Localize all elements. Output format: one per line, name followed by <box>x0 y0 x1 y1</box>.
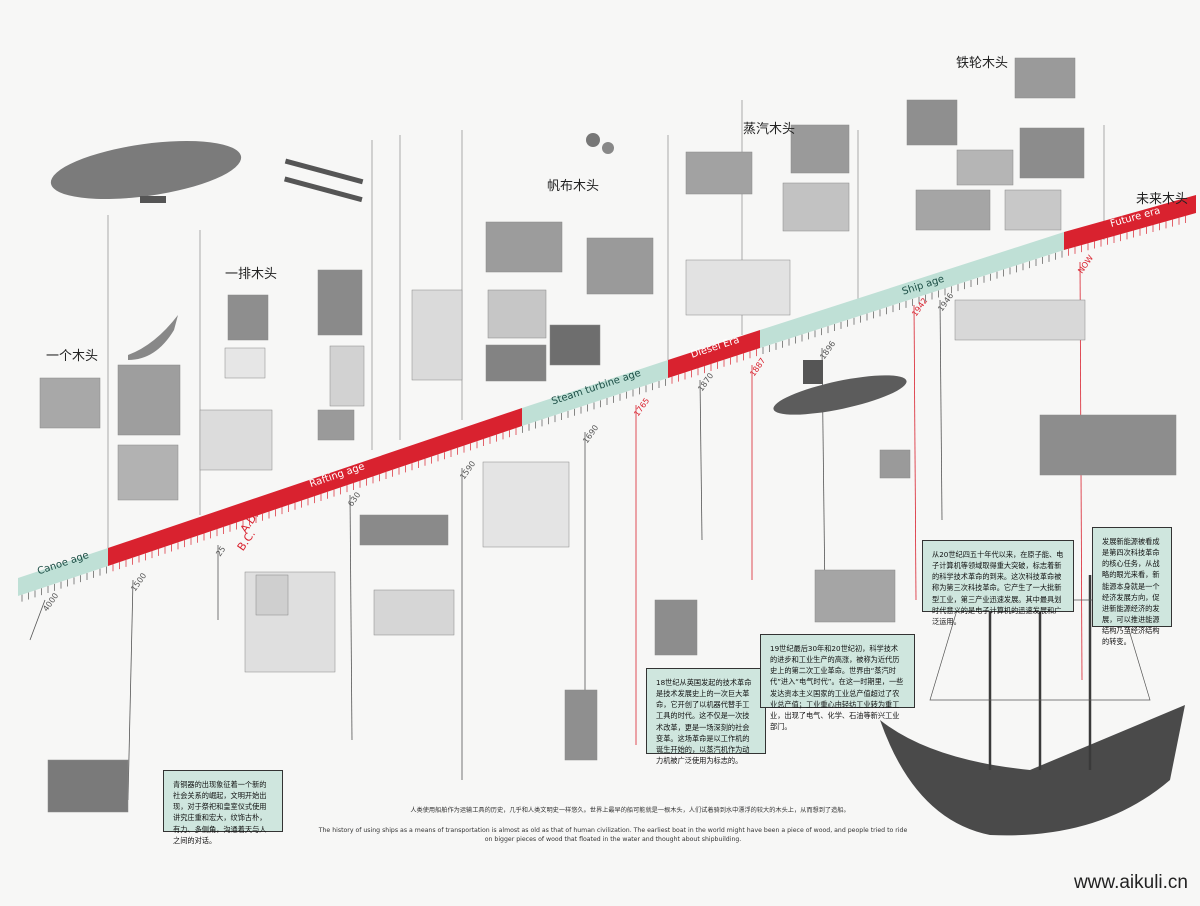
watermark: www.aikuli.cn <box>1073 872 1188 893</box>
wood-planks-photo <box>317 269 363 336</box>
year-marker-label: 4000 <box>41 591 60 613</box>
third-tech-revolution-box: 从20世纪四五十年代以来，在原子能、电子计算机等领域取得重大突破，标志着新的科学… <box>922 540 1074 626</box>
new-energy-box: 发展新能源被看成是第四次科技革命的核心任务，从战略的眼光来看，新能源本身就是一个… <box>1092 527 1172 646</box>
raft-photo <box>117 364 181 436</box>
era-segment <box>522 360 668 426</box>
era-segment <box>668 330 760 378</box>
balloon-icon <box>602 142 614 154</box>
marker-leader <box>939 299 943 521</box>
galleon-hull <box>880 705 1185 836</box>
balloon-icon <box>586 133 600 147</box>
year-marker-label: 1765 <box>632 396 651 418</box>
harbor-photo <box>906 99 958 146</box>
section-title: 未来木头 <box>1136 192 1189 207</box>
year-marker-label: 1896 <box>818 339 837 361</box>
boat-diagram <box>224 347 266 379</box>
windsurf-sketch <box>564 689 598 761</box>
footer-caption-en: The history of using ships as a means of… <box>318 827 908 844</box>
people-photo <box>879 449 911 479</box>
steamboat-photo <box>685 151 753 195</box>
section-title: 铁轮木头 <box>956 56 1009 71</box>
vertical-guides <box>107 100 1105 548</box>
cargo-photo <box>1019 127 1085 179</box>
marker-leader <box>913 304 917 601</box>
biplane-wing <box>284 176 363 203</box>
year-marker-label: 25 <box>214 545 227 559</box>
year-marker-label: 630 <box>346 490 362 508</box>
liner-photo <box>790 124 850 174</box>
biplane-illustration <box>284 158 364 185</box>
year-marker-label: 1946 <box>936 291 955 313</box>
year-marker-label: B.C. <box>235 528 258 554</box>
era-segment <box>1064 195 1196 250</box>
windsurf-photo <box>487 289 547 339</box>
speedboat-photo <box>1004 189 1062 231</box>
tank-photo <box>47 759 129 813</box>
steam-engine-sketch <box>685 259 791 316</box>
ship-photo <box>586 237 654 295</box>
airship-gondola <box>140 196 166 203</box>
year-marker-label: 1870 <box>696 371 715 393</box>
canoe-photo <box>39 377 101 429</box>
era-segment <box>18 548 108 596</box>
footer-caption-cn: 人类使用船舶作为运输工具的历史，几乎和人类文明史一样悠久。世界上最早的船可能就是… <box>410 807 850 814</box>
boat-sketch <box>199 409 273 471</box>
plank-sketch <box>317 409 355 441</box>
industrial-revolution-box: 18世纪从英国发起的技术革命是技术发展史上的一次巨大革命，它开创了以机器代替手工… <box>646 668 766 765</box>
bronze-age-box: 青铜器的出现象征着一个新的社会关系的崛起，文明开始出现，对于祭祀和皇室仪式使用讲… <box>163 770 283 845</box>
section-title: 一个木头 <box>46 349 99 364</box>
year-marker-label: NOW <box>1076 253 1095 275</box>
sailing-sketch <box>482 461 570 548</box>
log-raft-photo <box>227 294 269 341</box>
captain-illustration <box>411 289 463 381</box>
era-segment <box>108 408 522 566</box>
tool-sketch <box>329 345 365 407</box>
marker-leader <box>127 579 134 801</box>
year-marker-label: 1590 <box>458 459 477 481</box>
sails-photo <box>373 589 455 636</box>
illustrations <box>39 57 1185 836</box>
tall-ship-sketch <box>654 599 698 656</box>
timeline-ticks <box>21 215 1186 602</box>
sailboat-photo <box>485 221 563 273</box>
brush-sketch <box>255 574 289 616</box>
sailboats-photo <box>954 299 1086 341</box>
marker-leader <box>699 379 703 541</box>
section-title: 帆布木头 <box>547 179 600 194</box>
marker-leader <box>349 494 353 741</box>
year-marker-label: 1887 <box>748 356 767 378</box>
aircraft-carrier-photo <box>1039 414 1177 476</box>
year-marker-label: 1690 <box>581 423 600 445</box>
year-marker-label: 1942 <box>910 296 929 318</box>
section-title: 蒸汽木头 <box>743 122 796 137</box>
era-segment <box>760 232 1064 348</box>
lake-photo <box>485 344 547 382</box>
cruise-photo <box>782 182 850 232</box>
container-ship-photo <box>915 189 991 231</box>
airship-illustration <box>50 140 242 200</box>
covered-boat-photo <box>814 569 896 623</box>
raft-photo-2 <box>117 444 179 501</box>
marker-leader <box>29 599 46 641</box>
sail-photo <box>549 324 601 366</box>
submarine-illustration <box>773 375 907 415</box>
submarine-tower <box>803 360 823 384</box>
freighter-photo <box>956 149 1014 186</box>
liner-aerial-photo <box>1014 57 1076 99</box>
second-industrial-revolution-box: 19世纪最后30年和20世纪初，科学技术的进步和工业生产的高涨，被称为近代历史上… <box>760 634 915 731</box>
canoe-sketch <box>128 315 178 360</box>
sailors-photo <box>359 514 449 546</box>
year-marker-label: 1500 <box>129 571 148 593</box>
section-title: 一排木头 <box>225 267 278 282</box>
